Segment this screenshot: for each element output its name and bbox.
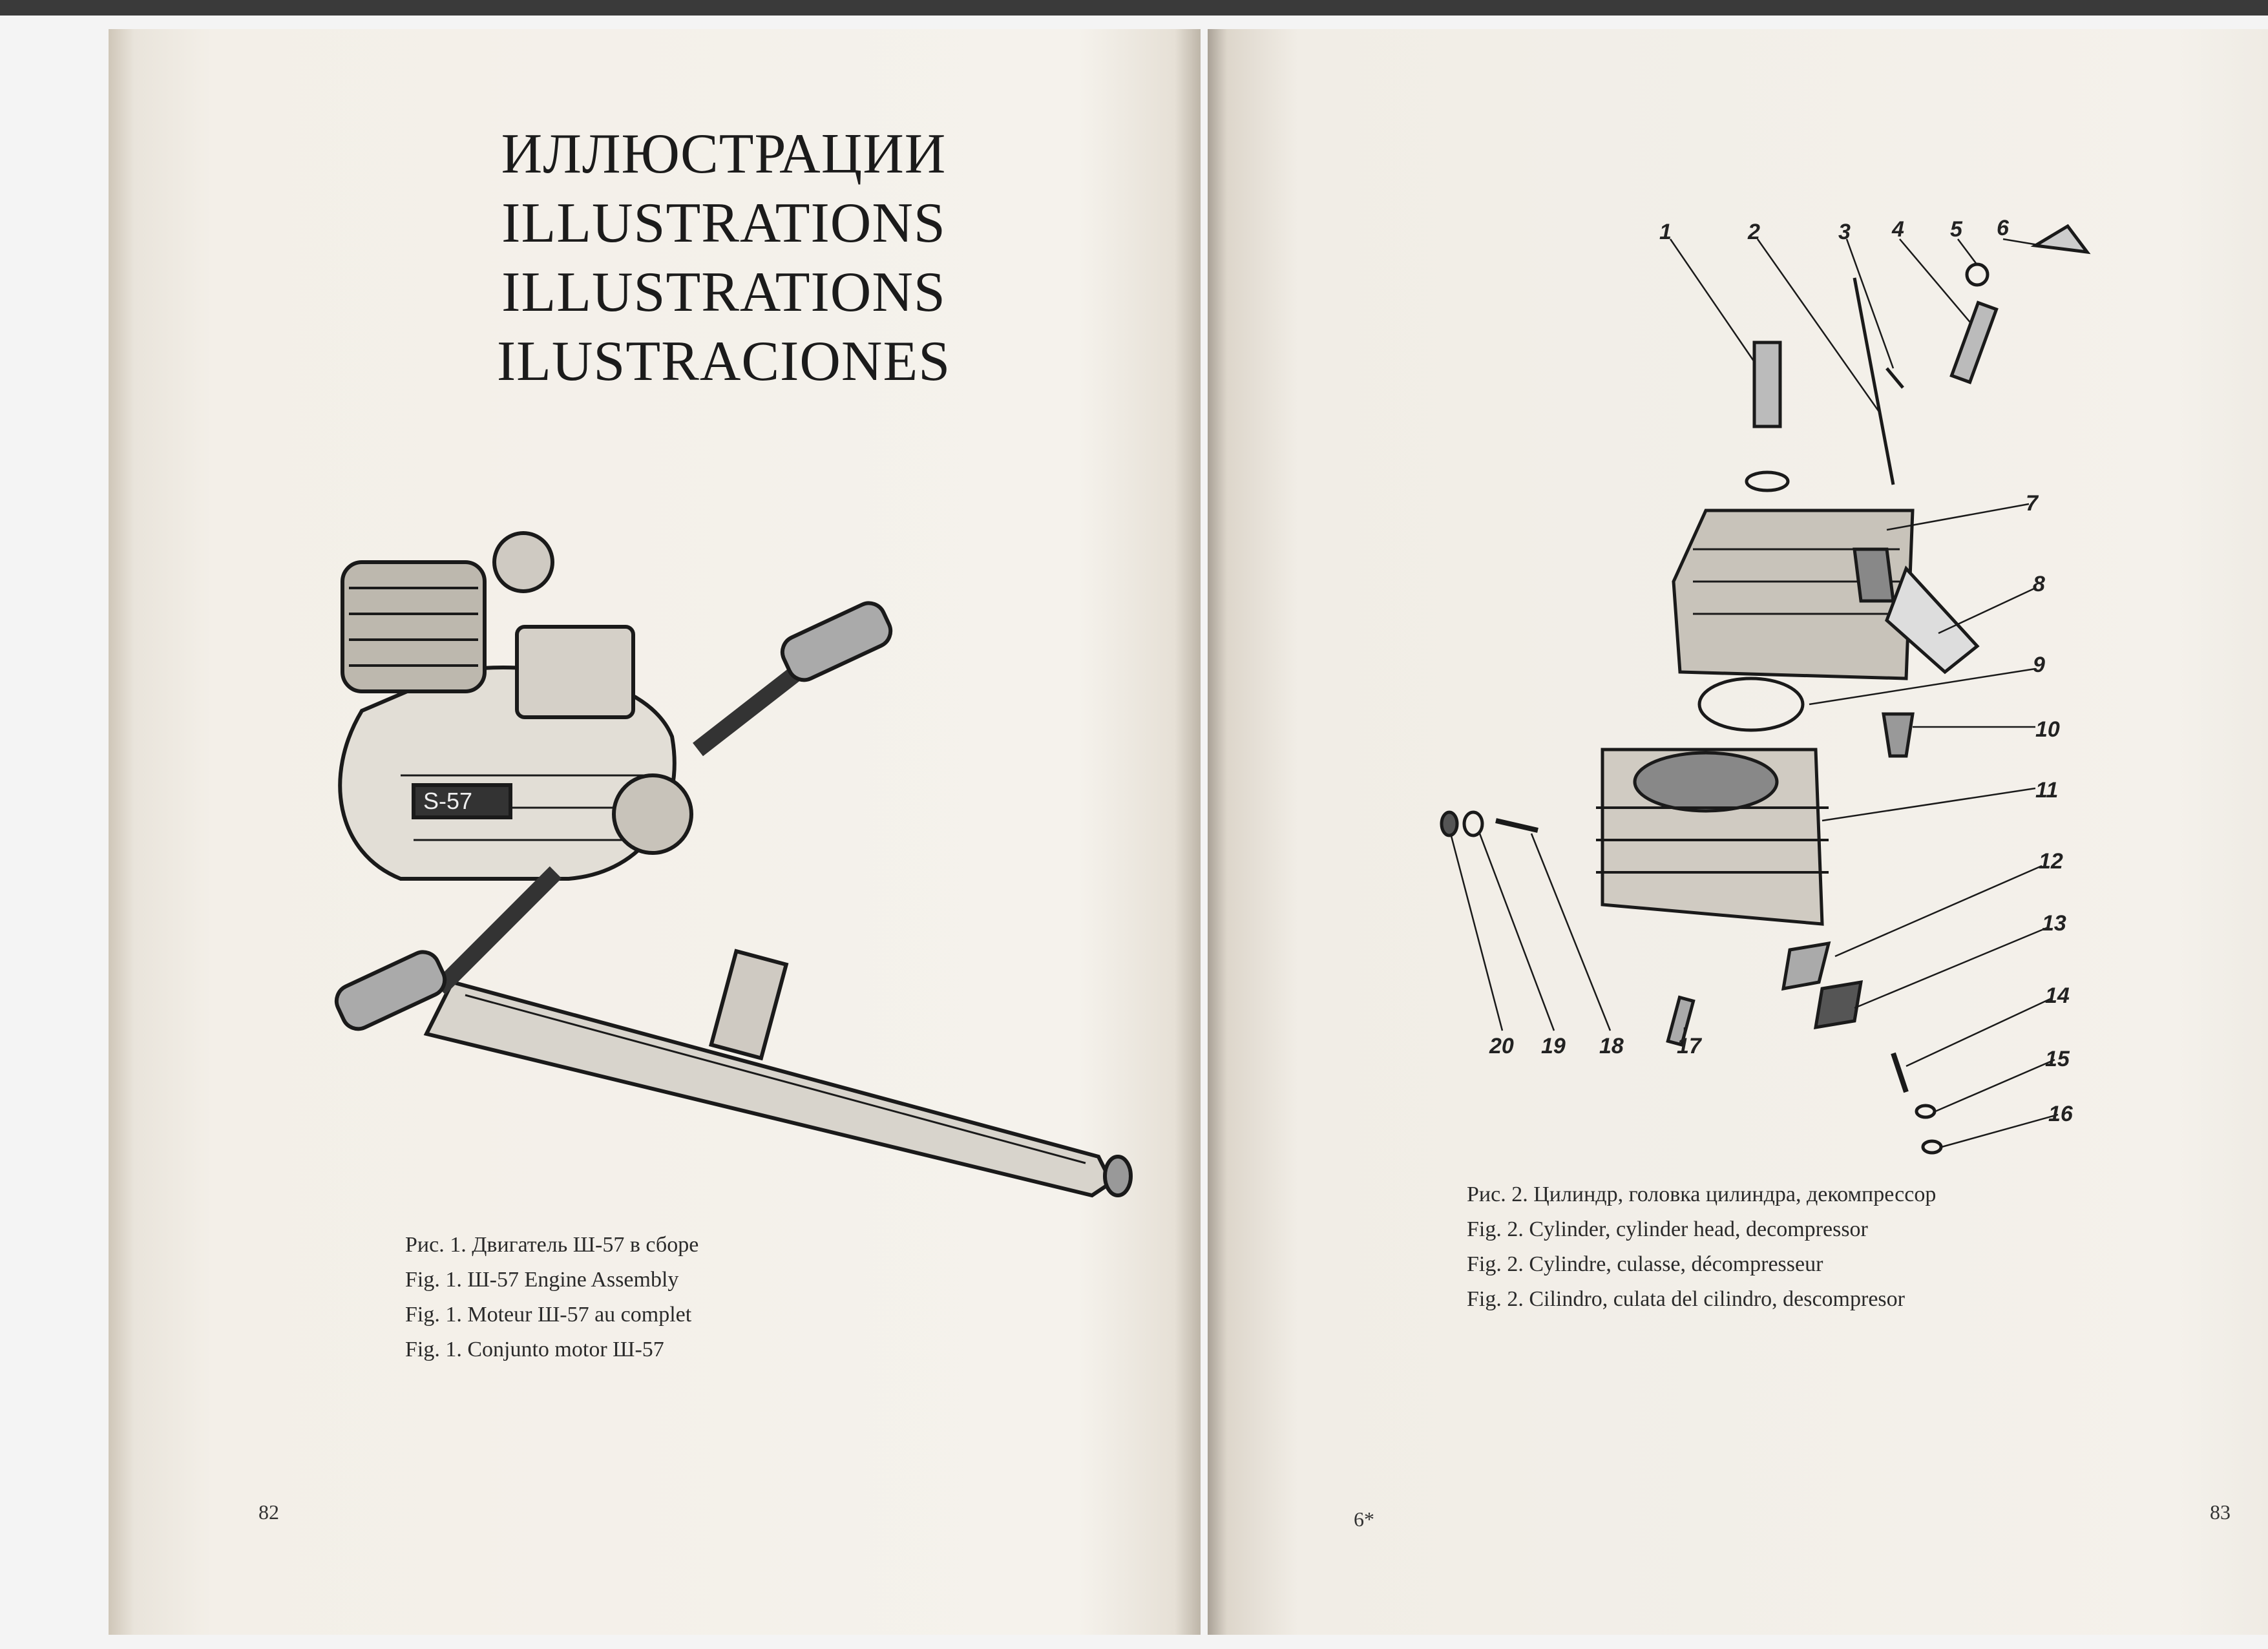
illustrations-title: ИЛЛЮСТРАЦИИ ILLUSTRATIONS ILLUSTRATIONS … <box>491 120 956 396</box>
part-label: 20 <box>1489 1034 1514 1058</box>
page-number-right: 83 <box>2210 1500 2231 1524</box>
part-label: 14 <box>2045 983 2070 1008</box>
caption-line-es: Fig. 2. Cilindro, culata del cilindro, d… <box>1467 1287 1905 1311</box>
part-label: 4 <box>1891 217 1904 242</box>
page-number-left: 82 <box>258 1500 279 1524</box>
scan-border <box>0 0 2268 16</box>
part-label: 10 <box>2035 717 2060 742</box>
part-label: 16 <box>2048 1102 2074 1126</box>
figure-1-caption: Рис. 1. Двигатель Ш-57 в сборе Fig. 1. Ш… <box>405 1228 698 1367</box>
part-label: 19 <box>1541 1034 1566 1058</box>
title-line-ru: ИЛЛЮСТРАЦИИ <box>501 123 947 185</box>
part-labels: 1 2 3 4 5 6 7 8 9 10 11 12 13 14 15 16 1… <box>1489 216 2074 1126</box>
caption-line-ru: Рис. 2. Цилиндр, головка цилиндра, деком… <box>1467 1182 1937 1206</box>
signature-mark: 6* <box>1354 1507 1374 1531</box>
caption-line-ru: Рис. 1. Двигатель Ш-57 в сборе <box>405 1233 699 1257</box>
engine-badge: S-57 <box>423 788 472 814</box>
caption-line-fr: Fig. 1. Moteur Ш-57 au complet <box>405 1303 692 1327</box>
title-line-fr: ILLUSTRATIONS <box>501 261 946 324</box>
caption-line-fr: Fig. 2. Cylindre, culasse, décompresseur <box>1467 1252 1823 1276</box>
caption-line-es: Fig. 1. Conjunto motor Ш-57 <box>405 1338 664 1361</box>
part-label: 7 <box>2026 491 2039 516</box>
part-label: 2 <box>1747 220 1760 244</box>
part-label: 15 <box>2045 1047 2070 1071</box>
caption-line-en: Fig. 2. Cylinder, cylinder head, decompr… <box>1467 1217 1868 1241</box>
part-label: 1 <box>1659 220 1672 244</box>
part-label: 11 <box>2035 778 2058 803</box>
title-line-es: ILUSTRACIONES <box>496 330 951 393</box>
caption-line-en: Fig. 1. Ш-57 Engine Assembly <box>405 1268 679 1292</box>
title-line-en: ILLUSTRATIONS <box>501 192 946 255</box>
part-label: 12 <box>2039 849 2063 874</box>
cylinder-exploded-drawing <box>1440 224 2091 1155</box>
part-label: 17 <box>1677 1034 1703 1058</box>
part-label: 5 <box>1950 217 1963 242</box>
part-label: 9 <box>2033 653 2045 677</box>
part-label: 13 <box>2042 911 2066 936</box>
part-label: 3 <box>1838 220 1851 244</box>
engine-assembly-drawing: S-57 <box>334 531 1133 1198</box>
part-label: 6 <box>1997 216 2010 240</box>
part-label: 8 <box>2033 572 2045 596</box>
part-label: 18 <box>1599 1034 1624 1058</box>
figure-2-caption: Рис. 2. Цилиндр, головка цилиндра, деком… <box>1467 1177 1936 1317</box>
